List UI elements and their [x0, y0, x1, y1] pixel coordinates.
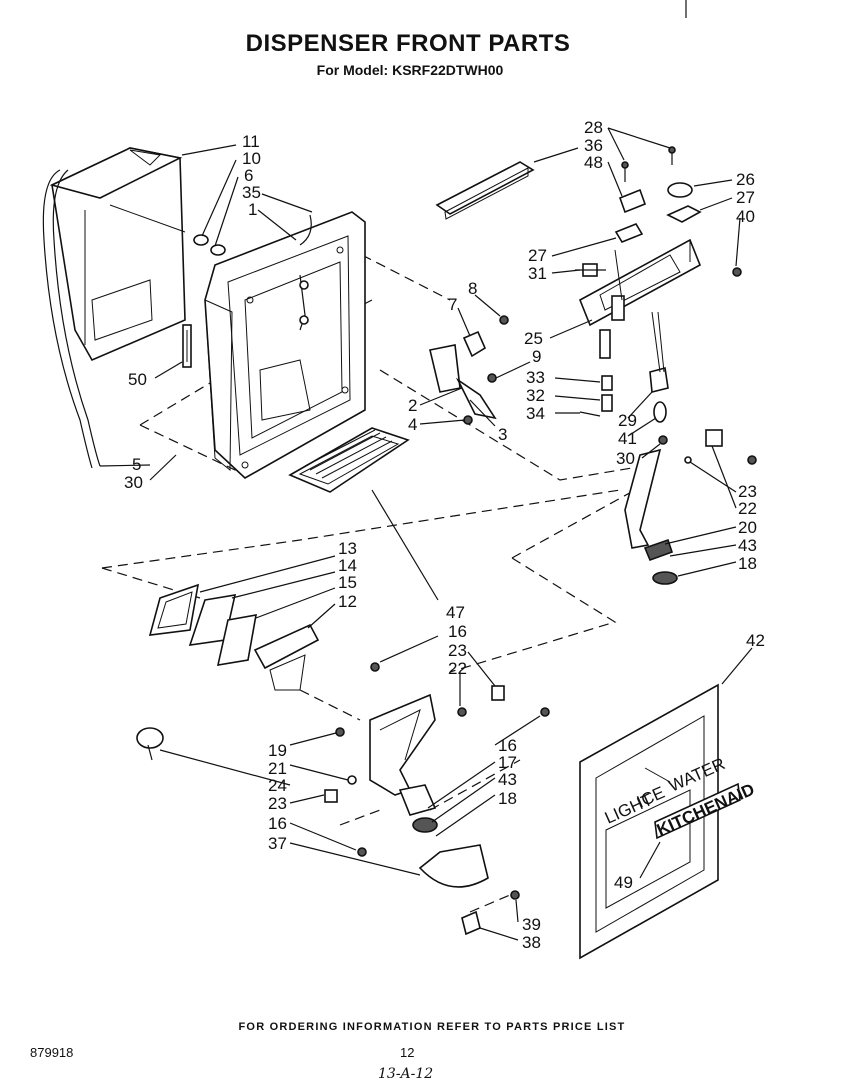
callout-48: 48 — [584, 153, 603, 172]
callout-42: 42 — [746, 631, 765, 650]
callout-17: 17 — [498, 753, 517, 772]
callout-16-lower-left: 16 — [268, 814, 287, 833]
callout-33: 33 — [526, 368, 545, 387]
callout-22-mid: 22 — [448, 659, 467, 678]
switch-stack-parts — [579, 311, 669, 445]
right-lever-assembly — [624, 429, 757, 585]
upper-cover-channel — [435, 161, 535, 220]
callout-43-lower: 43 — [498, 770, 517, 789]
small-fittings — [193, 234, 226, 256]
callout-47: 47 — [446, 603, 465, 622]
callout-25: 25 — [524, 329, 543, 348]
callout-4: 4 — [408, 415, 417, 434]
callout-31: 31 — [528, 264, 547, 283]
callout-37: 37 — [268, 834, 287, 853]
callout-41: 41 — [618, 429, 637, 448]
callout-32: 32 — [526, 386, 545, 405]
ice-chute-housing — [42, 147, 186, 469]
gasket-strip — [182, 324, 192, 368]
lower-actuator-and-funnel — [324, 685, 550, 888]
model-line: For Model: KSRF22DTWH00 — [316, 62, 504, 78]
page-number: 12 — [400, 1045, 415, 1060]
callout-22-right: 22 — [738, 499, 757, 518]
callout-27-upper: 27 — [736, 188, 755, 207]
callout-13: 13 — [338, 539, 357, 558]
callout-30-right: 30 — [616, 449, 635, 468]
ordering-note: FOR ORDERING INFORMATION REFER TO PARTS … — [238, 1021, 626, 1033]
callout-49: 49 — [614, 873, 633, 892]
callout-23-mid: 23 — [448, 641, 467, 660]
callout-2: 2 — [408, 396, 417, 415]
callout-15: 15 — [338, 573, 357, 592]
callout-20: 20 — [738, 518, 757, 537]
callout-1: 1 — [248, 200, 257, 219]
callout-16-lower-right: 16 — [498, 736, 517, 755]
callout-18-right: 18 — [738, 554, 757, 573]
drip-tray-grille — [288, 427, 410, 493]
callout-11: 11 — [242, 132, 260, 151]
leader-lines — [99, 127, 753, 941]
callout-6: 6 — [244, 166, 253, 185]
light-lens-pieces — [148, 583, 380, 691]
callout-26: 26 — [736, 170, 755, 189]
callout-50: 50 — [128, 370, 147, 389]
callout-10: 10 — [242, 149, 261, 168]
callout-21: 21 — [268, 759, 287, 778]
callout-38: 38 — [522, 933, 541, 952]
callout-24: 24 — [268, 776, 287, 795]
switch-bracket-assembly — [578, 238, 702, 359]
callout-19: 19 — [268, 741, 287, 760]
callout-23-right: 23 — [738, 482, 757, 501]
callout-40: 40 — [736, 207, 755, 226]
callout-16-mid: 16 — [448, 622, 467, 641]
callout-12: 12 — [338, 592, 357, 611]
callout-9: 9 — [532, 347, 541, 366]
callout-23-lower: 23 — [268, 794, 287, 813]
callout-30-left: 30 — [124, 473, 143, 492]
callout-27-lower: 27 — [528, 246, 547, 265]
callout-3: 3 — [498, 425, 507, 444]
switch-31 — [575, 263, 606, 277]
callout-28: 28 — [584, 118, 603, 137]
dispenser-housing-frame — [204, 211, 366, 479]
callout-14: 14 — [338, 556, 357, 575]
front-panel — [579, 683, 741, 960]
callout-35: 35 — [242, 183, 261, 202]
handwritten-note: 13-A-12 — [378, 1066, 434, 1082]
page-title: DISPENSER FRONT PARTS — [245, 30, 571, 57]
switch-parts-upper — [614, 146, 742, 277]
document-number: 879918 — [30, 1045, 74, 1060]
light-socket — [136, 727, 164, 761]
callout-labels: 11 10 6 35 1 50 5 30 28 36 48 26 27 40 2… — [124, 118, 765, 952]
callout-43-right: 43 — [738, 536, 757, 555]
callout-29: 29 — [618, 411, 637, 430]
callout-18-lower: 18 — [498, 789, 517, 808]
callout-8: 8 — [468, 279, 477, 298]
callout-34: 34 — [526, 404, 545, 423]
callout-39: 39 — [522, 915, 541, 934]
panel-screw-and-clip — [461, 890, 520, 936]
actuator-lever-parts — [429, 315, 509, 425]
callout-7: 7 — [448, 295, 457, 314]
callout-36: 36 — [584, 136, 603, 155]
callout-5: 5 — [132, 455, 141, 474]
